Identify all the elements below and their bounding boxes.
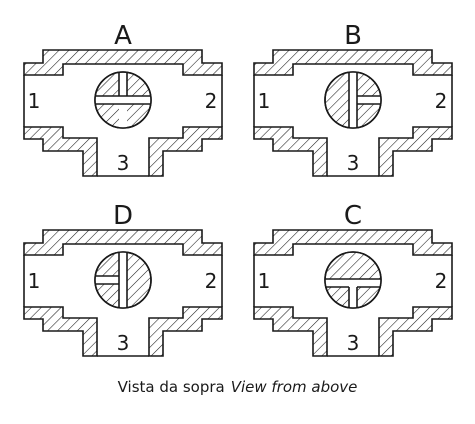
port-label-3: 3: [347, 331, 360, 355]
view-letter: B: [344, 21, 362, 51]
valve-view-a: A 1 2 3: [23, 21, 223, 177]
valve-body: [23, 49, 223, 177]
port-label-2: 2: [435, 89, 448, 113]
ball: [324, 251, 382, 309]
view-letter: A: [114, 21, 132, 51]
port-label-2: 2: [205, 89, 218, 113]
port-label-1: 1: [258, 89, 271, 113]
view-letter: D: [113, 201, 133, 231]
valve-view-d: D 1 2 3: [23, 201, 223, 357]
port-label-2: 2: [435, 269, 448, 293]
ball: [94, 251, 152, 309]
port-label-1: 1: [28, 89, 41, 113]
port-label-2: 2: [205, 269, 218, 293]
port-label-3: 3: [117, 151, 130, 175]
ball: [324, 71, 382, 129]
caption: Vista da sopra View from above: [0, 378, 475, 396]
valve-view-c: C 1 2 3: [253, 201, 453, 357]
port-label-3: 3: [347, 151, 360, 175]
view-letter: C: [344, 201, 362, 231]
valve-view-b: B 1 2 3: [253, 21, 453, 177]
caption-italian: Vista da sopra: [117, 378, 225, 396]
port-label-1: 1: [258, 269, 271, 293]
port-label-1: 1: [28, 269, 41, 293]
ball: [94, 71, 152, 129]
port-label-3: 3: [117, 331, 130, 355]
caption-english: View from above: [230, 378, 358, 396]
